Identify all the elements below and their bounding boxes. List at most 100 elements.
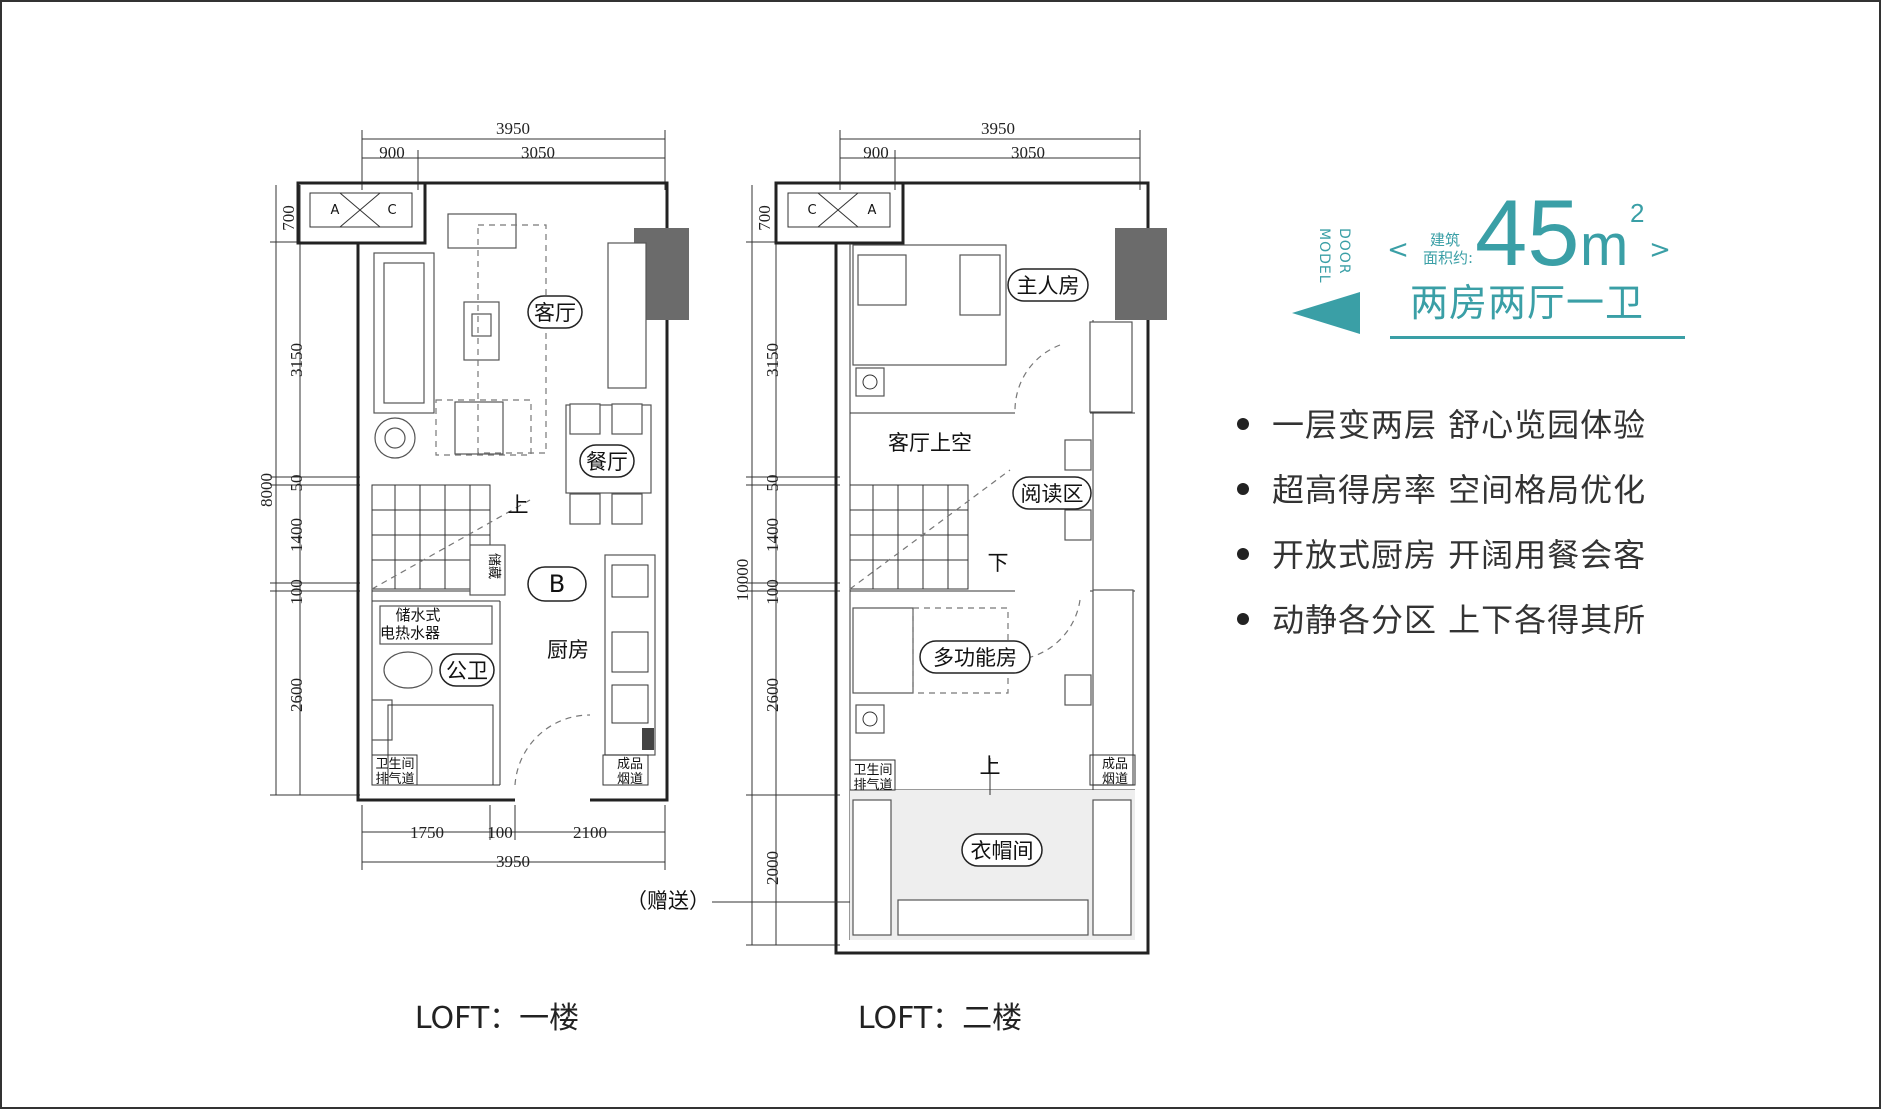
feature-list: 一层变两层 舒心览园体验 超高得房率 空间格局优化 开放式厨房 开阔用餐会客 动… [1237, 406, 1646, 639]
wardrobe-bottom [1092, 589, 1134, 786]
floor1-dim-bottom-100: 100 [487, 823, 513, 842]
armchair [454, 401, 504, 455]
floor1-dim-50: 50 [287, 475, 306, 492]
kitchen-counter [604, 554, 656, 756]
bracket-left-icon: < [1387, 235, 1409, 265]
floor2-reading-area-label: 阅读区 [1021, 482, 1084, 506]
tv-wall-cabinet [607, 242, 647, 389]
area-label-line1: 建筑 [1430, 231, 1460, 249]
floor1-dim-top-total: 3950 [496, 119, 530, 138]
floor2-vent-line1: 卫生间 [853, 763, 892, 778]
area-unit: m [1580, 213, 1628, 278]
floor2-dim-1400: 1400 [763, 518, 782, 552]
floor2-up-label: 上 [980, 754, 1001, 778]
floor1-room-labels: A C 客厅 餐厅 上 储藏 B 储水式 电热水器 公卫 厨房 卫生间 排气道 … [331, 203, 643, 787]
bullet-icon [1237, 483, 1249, 495]
floor1-flue-line2: 烟道 [617, 772, 643, 787]
floor2-dim-total: 10000 [733, 559, 752, 602]
tv-console [447, 213, 517, 249]
floor2-dim-700: 700 [755, 205, 774, 231]
water-heater [379, 605, 493, 645]
floor1-storage-label: 储藏 [486, 553, 501, 579]
floor2-dim-3150: 3150 [763, 343, 782, 377]
floor1-dim-3150: 3150 [287, 343, 306, 377]
floor1-furniture [371, 213, 656, 786]
floor2-furniture [712, 244, 1136, 936]
floor2-left-dimensions: 700 3150 50 1400 100 2600 2000 10000 [733, 185, 840, 946]
feature-text: 动静各分区 上下各得其所 [1272, 601, 1646, 639]
direction-arrow-icon [1292, 292, 1360, 334]
floor2-plan: 3950 900 3050 700 3150 50 1400 100 2600 … [626, 119, 1167, 1036]
floor1-stairs [371, 484, 531, 590]
floor1-bottom-dimensions: 1750 100 2100 3950 [361, 805, 666, 871]
floor2-flue-line2: 烟道 [1102, 772, 1128, 787]
floor2-vent-line2: 排气道 [853, 777, 892, 793]
floor1-dim-100: 100 [287, 579, 306, 605]
floor2-gift-note: （赠送） [626, 889, 710, 913]
floor2-dim-top-right: 3050 [1011, 143, 1045, 162]
feature-item: 一层变两层 舒心览园体验 [1237, 406, 1646, 444]
floor1-dim-total: 8000 [257, 473, 276, 507]
floor1-vent-line1: 卫生间 [375, 757, 414, 772]
layout-label: 两房两厅一卫 [1410, 281, 1644, 325]
floor1-heater-line2: 电热水器 [380, 624, 440, 642]
floor1-up-label: 上 [508, 493, 529, 517]
floor1-dim-2600: 2600 [287, 678, 306, 712]
multi-room-sofa [852, 607, 914, 694]
toilet [383, 651, 433, 689]
model-label: MODEL [1316, 228, 1332, 284]
floor1-flue-line1: 成品 [617, 757, 643, 772]
floor1-plan: 3950 900 3050 700 3150 50 1400 100 2600 … [257, 119, 689, 1036]
floor1-dim-bottom-total: 3950 [496, 852, 530, 871]
floor2-ac-c: C [807, 203, 816, 218]
floor2-cloakroom-label: 衣帽间 [971, 839, 1034, 863]
floor2-flue-line1: 成品 [1102, 757, 1128, 772]
door-model-badge: DOOR MODEL < 建筑 面积约: 45 m 2 > 两房两厅一卫 [1292, 180, 1685, 339]
bullet-icon [1237, 613, 1249, 625]
bullet-icon [1237, 548, 1249, 560]
door-label: DOOR [1336, 228, 1352, 275]
floor2-down-label: 下 [988, 551, 1009, 575]
floor1-dim-2100: 2100 [573, 823, 607, 842]
bracket-right-icon: > [1649, 235, 1671, 265]
floor2-void-label: 客厅上空 [888, 431, 972, 455]
floor1-dim-top-right: 3050 [521, 143, 555, 162]
feature-item: 动静各分区 上下各得其所 [1237, 601, 1646, 639]
floor2-master-bedroom-label: 主人房 [1017, 274, 1080, 298]
wardrobe-top [1089, 321, 1133, 413]
floor1-vent-line2: 排气道 [375, 771, 414, 787]
floor1-caption: LOFT：一楼 [415, 1001, 579, 1036]
floor2-dim-50: 50 [763, 475, 782, 492]
floor1-ac-c: C [387, 203, 396, 218]
floor1-living-room-label: 客厅 [534, 301, 576, 325]
area-label-line2: 面积约: [1423, 249, 1473, 267]
floor2-dim-2000: 2000 [763, 851, 782, 885]
floor2-caption: LOFT：二楼 [858, 1001, 1022, 1036]
floor2-stairs [849, 469, 1011, 590]
floor2-dim-top-left: 900 [863, 143, 889, 162]
feature-item: 超高得房率 空间格局优化 [1237, 471, 1645, 509]
floor2-dim-top-total: 3950 [981, 119, 1015, 138]
floor2-room-labels: C A 主人房 客厅上空 阅读区 下 多功能房 上 卫生间 排气道 成品 烟道 … [626, 203, 1128, 913]
floor1-ac-a: A [331, 203, 340, 218]
area-superscript: 2 [1630, 198, 1644, 228]
area-value: 45 [1475, 180, 1580, 285]
feature-item: 开放式厨房 开阔用餐会客 [1237, 536, 1646, 574]
floor1-bathroom-label: 公卫 [446, 659, 488, 683]
floor1-dim-1750: 1750 [410, 823, 444, 842]
feature-text: 一层变两层 舒心览园体验 [1272, 406, 1646, 444]
floor2-multi-room-label: 多功能房 [933, 646, 1017, 670]
floor1-dim-700: 700 [279, 205, 298, 231]
floor1-dim-top-left: 900 [379, 143, 405, 162]
bullet-icon [1237, 418, 1249, 430]
floor2-dim-2600: 2600 [763, 678, 782, 712]
floor1-dim-1400: 1400 [287, 518, 306, 552]
floor1-kitchen-label: 厨房 [547, 638, 589, 662]
floor2-top-dimensions: 3950 900 3050 [839, 119, 1141, 190]
floor1-dining-room-label: 餐厅 [586, 450, 628, 474]
feature-text: 开放式厨房 开阔用餐会客 [1272, 536, 1646, 574]
floor1-left-dimensions: 700 3150 50 1400 100 2600 8000 [257, 185, 360, 796]
badge-underline [1390, 336, 1685, 339]
floor1-top-dimensions: 3950 900 3050 [361, 119, 666, 190]
